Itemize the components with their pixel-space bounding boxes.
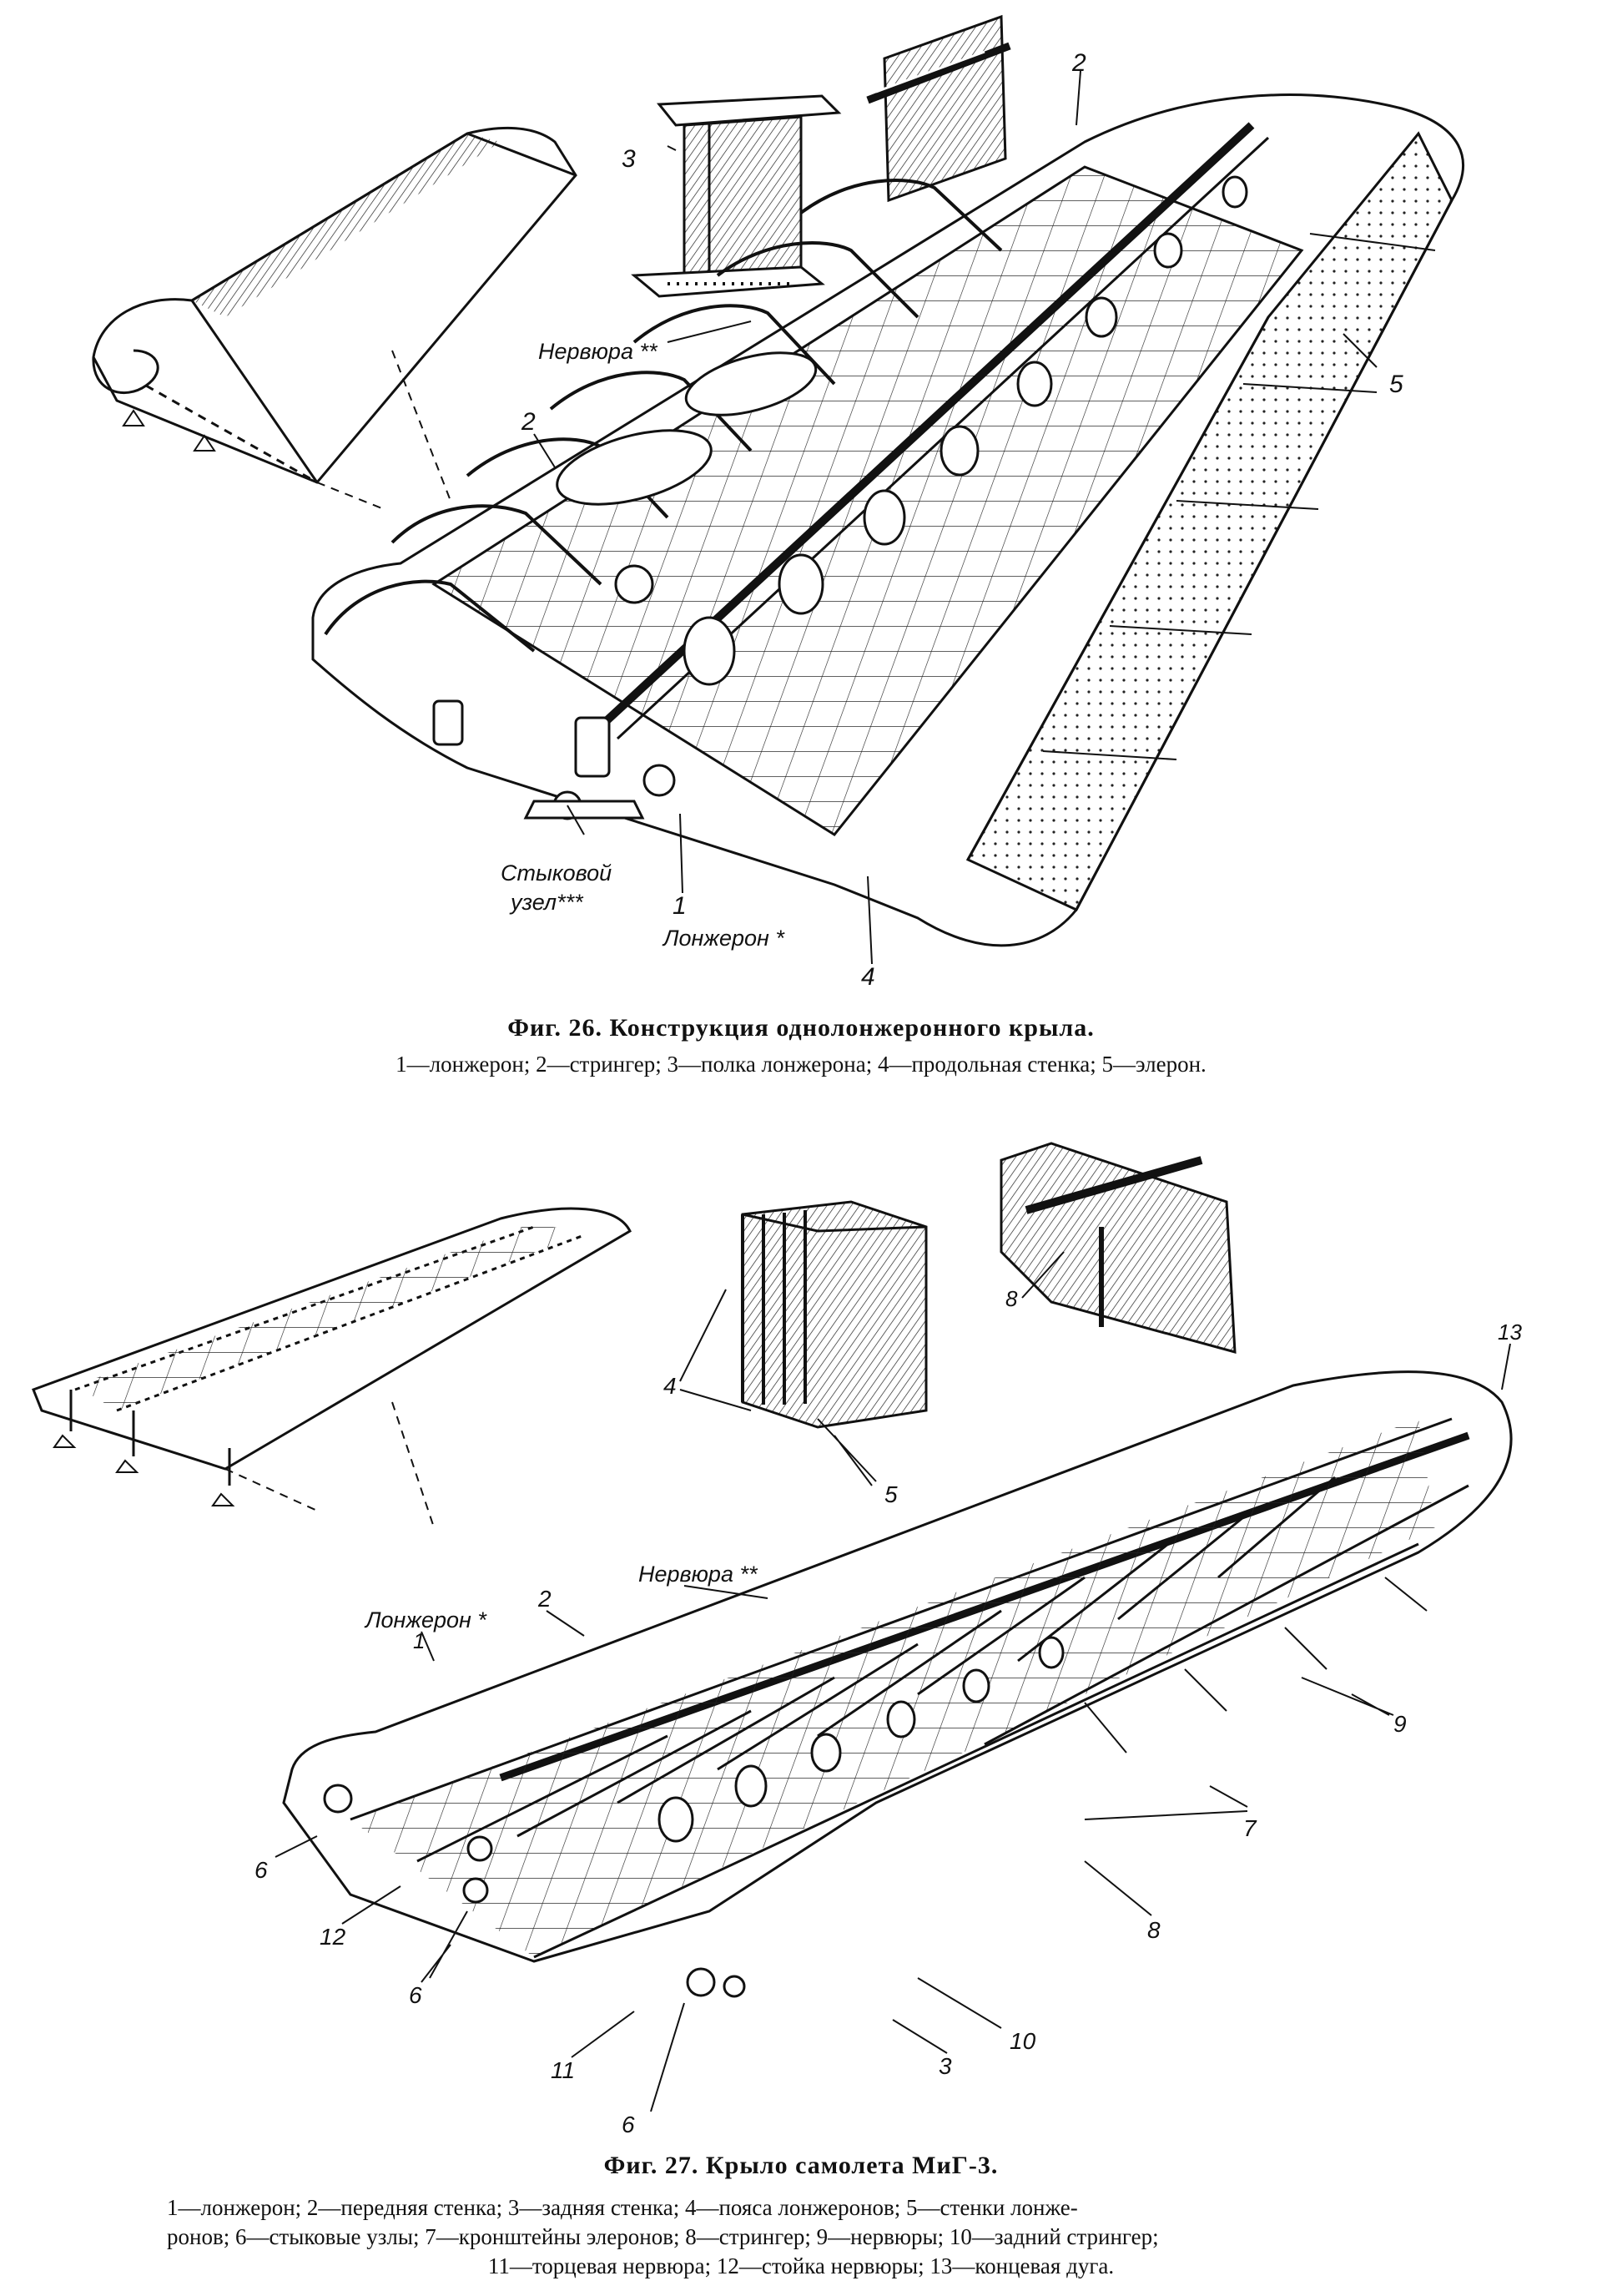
- laminated-spar-detail: [741, 1200, 928, 1429]
- spar-cap-detail-27: [1000, 1142, 1237, 1354]
- callout-11: 11: [551, 2057, 575, 2083]
- fig26-legend: 1—лонжерон; 2—стрингер; 3—полка лонжерон…: [395, 1052, 1207, 1077]
- callout-nervura: Нервюра **: [538, 339, 658, 364]
- callout-6-left: 6: [254, 1857, 268, 1883]
- wing-structure-26: [311, 93, 1464, 947]
- figure-26-drawing: 2 3 Нервюра ** 2 5 1 Лонжерон * Стыковой…: [92, 14, 1464, 991]
- fig27-legend-line1: 1—лонжерон; 2—передняя стенка; 3—задняя …: [167, 2195, 1078, 2220]
- callout-3: 3: [622, 145, 636, 173]
- callout-4: 4: [861, 963, 875, 991]
- callout-8-top: 8: [1005, 1286, 1018, 1311]
- callout-5: 5: [884, 1481, 898, 1507]
- schematic-wing-26: [92, 127, 577, 510]
- fig27-title: Фиг. 27. Крыло самолета МиГ-3.: [603, 2152, 999, 2179]
- fig27-legend-line3: 11—торцевая нервюра; 12—стойка нервюры; …: [487, 2253, 1115, 2278]
- schematic-wing-27: [32, 1207, 632, 1528]
- callout-2-left: 2: [521, 408, 536, 436]
- callout-2-top: 2: [1071, 49, 1086, 77]
- callout-1: 1: [673, 892, 687, 920]
- callout-13: 13: [1498, 1320, 1522, 1345]
- callout-2: 2: [537, 1586, 552, 1612]
- stringer-detail: [866, 14, 1011, 203]
- fig26-leader-lines: [533, 70, 1378, 965]
- spar-cap-detail: [631, 94, 842, 298]
- callout-8-bottom: 8: [1147, 1917, 1161, 1943]
- fig27-leader-lines: [275, 1251, 1511, 2112]
- fig26-callouts: 2 3 Нервюра ** 2 5 1 Лонжерон * Стыковой…: [501, 49, 1403, 991]
- callout-1: 1: [413, 1628, 425, 1653]
- callout-nervura: Нервюра **: [638, 1562, 758, 1587]
- callout-uzel: узел***: [509, 890, 584, 915]
- callout-12: 12: [320, 1924, 346, 1950]
- fig27-legend-line2: ронов; 6—стыковые узлы; 7—кронштейны эле…: [167, 2224, 1159, 2249]
- callout-5: 5: [1389, 371, 1403, 398]
- callout-3: 3: [939, 2053, 952, 2079]
- callout-lonzheron: Лонжерон *: [364, 1607, 487, 1632]
- fig26-title: Фиг. 26. Конструкция однолонжеронного кр…: [507, 1014, 1095, 1042]
- callout-stykovoy: Стыковой: [501, 860, 612, 886]
- callout-6-middle: 6: [409, 1982, 422, 2008]
- figure-27-drawing: 13 8 4 5 Нервюра ** Лонжерон * 1 2 9 7 8…: [32, 1142, 1522, 2137]
- fig27-callouts: 13 8 4 5 Нервюра ** Лонжерон * 1 2 9 7 8…: [254, 1286, 1522, 2137]
- callout-4: 4: [663, 1373, 677, 1399]
- wing-structure-27: [282, 1370, 1513, 1998]
- callout-lonzheron: Лонжерон *: [662, 926, 785, 951]
- callout-10: 10: [1010, 2028, 1036, 2054]
- callout-9: 9: [1393, 1711, 1407, 1737]
- callout-6-bottom: 6: [622, 2112, 635, 2137]
- callout-7: 7: [1243, 1815, 1257, 1841]
